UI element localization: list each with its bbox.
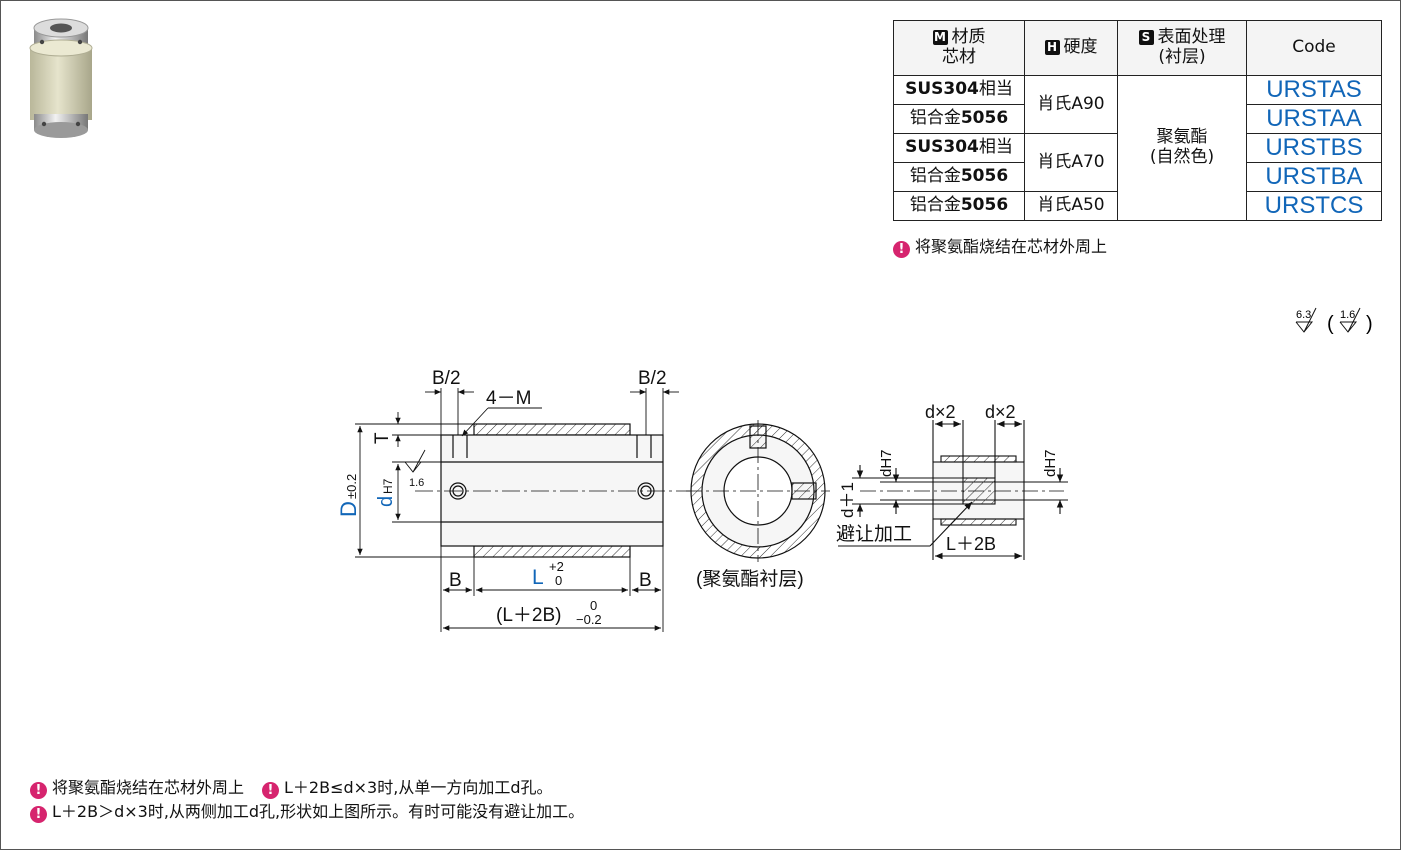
material-cell: 铝合金5056 <box>893 104 1025 134</box>
svg-text:d: d <box>375 496 397 507</box>
svg-text:dH7: dH7 <box>1042 449 1059 477</box>
svg-text:(L＋2B): (L＋2B) <box>496 605 561 626</box>
svg-text:H7: H7 <box>381 478 395 494</box>
svg-text:+2: +2 <box>549 559 564 574</box>
material-cell: 铝合金5056 <box>893 162 1025 192</box>
svg-text:T: T <box>372 432 393 444</box>
svg-text:1.6: 1.6 <box>1340 309 1355 321</box>
roughness-symbol: 6.3 ( 1.6 ) <box>1295 307 1373 335</box>
surface-badge: S <box>1138 30 1154 46</box>
hardness-cell: 肖氏A50 <box>1024 191 1118 221</box>
svg-text:dH7: dH7 <box>878 449 895 477</box>
alert-icon: ! <box>30 806 47 823</box>
svg-text:d×2: d×2 <box>985 402 1016 422</box>
svg-text:d×2: d×2 <box>925 402 956 422</box>
code-cell[interactable]: URSTAS <box>1246 75 1382 105</box>
material-badge: M <box>932 30 948 46</box>
svg-text:L: L <box>532 566 544 589</box>
section-caption: (聚氨酯衬层) <box>696 568 804 590</box>
svg-text:B/2: B/2 <box>432 368 461 389</box>
alert-icon: ! <box>262 782 280 799</box>
bore-detail <box>838 420 1068 560</box>
side-view-labels: B/2 B/2 4－M T D ±0.2 d H7 1.6 B B L +2 0… <box>336 368 667 627</box>
svg-text:B: B <box>639 570 652 591</box>
svg-text:−0.2: −0.2 <box>576 612 602 627</box>
svg-text:6.3: 6.3 <box>1296 309 1311 321</box>
surface-cell: 聚氨酯 (自然色) <box>1117 75 1247 221</box>
svg-text:1.6: 1.6 <box>409 477 424 489</box>
svg-text:B: B <box>449 570 462 591</box>
hardness-badge: H <box>1044 40 1060 56</box>
header-code: Code <box>1246 20 1382 76</box>
side-view <box>415 423 690 558</box>
product-photo <box>29 18 93 138</box>
cross-section-view <box>686 420 830 562</box>
side-view-dimensions <box>355 388 679 632</box>
svg-text:D: D <box>336 501 361 517</box>
svg-text:4－M: 4－M <box>486 388 531 409</box>
svg-text:d＋1: d＋1 <box>838 482 857 518</box>
bore-detail-labels: d×2 d×2 dH7 dH7 d＋1 避让加工 L＋2B <box>836 402 1059 554</box>
svg-text:0: 0 <box>555 573 562 588</box>
material-cell: 铝合金5056 <box>893 191 1025 221</box>
note-line: !L＋2B＞d×3时,从两侧加工d孔,形状如上图所示。有时可能没有避让加工。 <box>30 800 584 824</box>
material-cell: SUS304相当 <box>893 133 1025 163</box>
code-cell[interactable]: URSTCS <box>1246 191 1382 221</box>
svg-text:B/2: B/2 <box>638 368 667 389</box>
alert-icon: ! <box>30 782 47 799</box>
svg-text:避让加工: 避让加工 <box>836 523 912 545</box>
hardness-cell: 肖氏A90 <box>1024 75 1118 134</box>
code-cell[interactable]: URSTAA <box>1246 104 1382 134</box>
note-line: !将聚氨酯烧结在芯材外周上!L＋2B≤d×3时,从单一方向加工d孔。 <box>30 776 584 800</box>
svg-text:±0.2: ±0.2 <box>344 474 359 499</box>
table-note: !将聚氨酯烧结在芯材外周上 <box>893 233 1107 258</box>
notes: !将聚氨酯烧结在芯材外周上!L＋2B≤d×3时,从单一方向加工d孔。 !L＋2B… <box>30 776 584 824</box>
alert-icon: ! <box>893 241 910 258</box>
svg-text:): ) <box>1366 313 1373 335</box>
svg-text:L＋2B: L＋2B <box>946 534 996 554</box>
svg-text:0: 0 <box>590 598 597 613</box>
code-cell[interactable]: URSTBS <box>1246 133 1382 163</box>
svg-text:(: ( <box>1327 313 1334 335</box>
